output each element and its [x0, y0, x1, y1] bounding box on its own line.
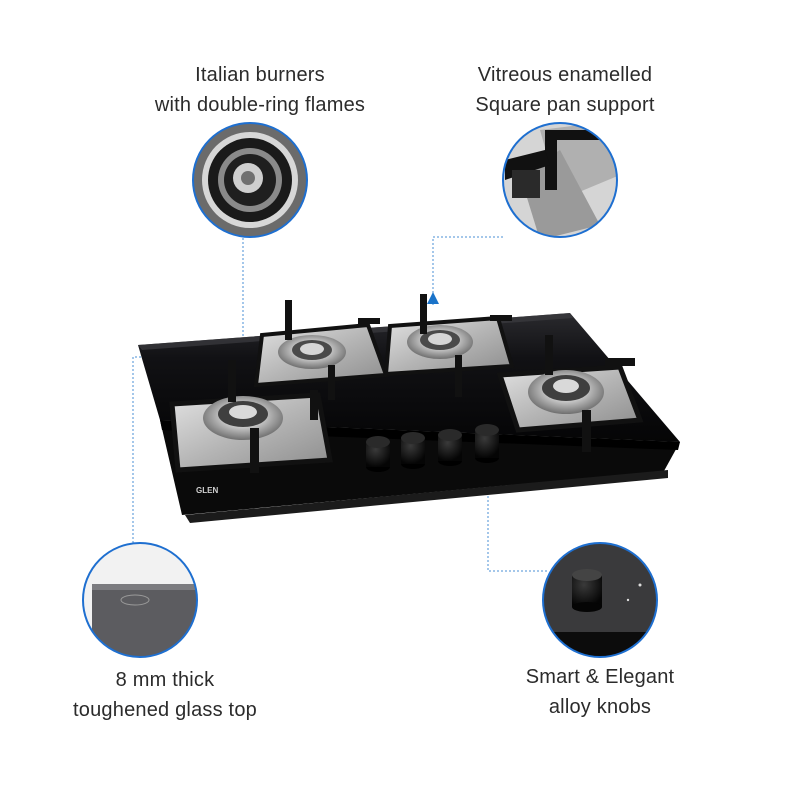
knob-2: [401, 432, 425, 469]
caption-knobs-line2: alloy knobs: [548, 696, 652, 718]
caption-knobs-line1: Smart & Elegant: [525, 666, 675, 688]
caption-pan-support-line1: Vitreous enamelled: [477, 64, 653, 86]
knob-closeup-icon: [542, 542, 658, 658]
knob-4: [475, 424, 499, 463]
knob-3: [438, 429, 462, 466]
knob-1: [366, 436, 390, 472]
glass-corner-closeup-icon: [82, 542, 198, 658]
burner-front-left: [169, 360, 333, 473]
caption-burners-line1: Italian burners: [195, 64, 325, 86]
caption-glass-top-line2: toughened glass top: [73, 699, 257, 721]
burner-back-left: [253, 300, 389, 400]
caption-knobs: Smart & Elegant alloy knobs: [450, 662, 750, 722]
caption-glass-top: 8 mm thick toughened glass top: [15, 665, 315, 725]
knob-row: [366, 424, 499, 472]
pan-support-closeup-icon: [502, 122, 618, 238]
caption-glass-top-line1: 8 mm thick: [115, 669, 215, 691]
caption-burners: Italian burners with double-ring flames: [110, 60, 410, 120]
brand-logo: GLEN: [196, 486, 218, 495]
caption-pan-support-line2: Square pan support: [475, 94, 655, 116]
burner-back-middle: [383, 294, 515, 397]
burner-closeup-icon: [192, 122, 308, 238]
burner-right: [496, 335, 644, 452]
caption-pan-support: Vitreous enamelled Square pan support: [415, 60, 715, 120]
caption-burners-line2: with double-ring flames: [154, 94, 366, 116]
